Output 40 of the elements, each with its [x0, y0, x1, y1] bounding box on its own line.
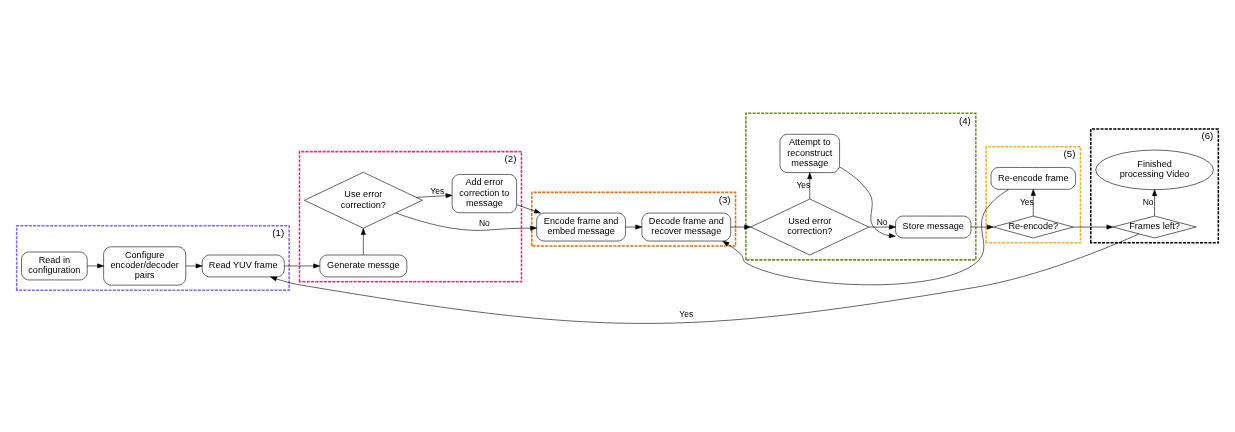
arrow: [395, 212, 537, 231]
edge-label: No: [1142, 197, 1154, 208]
arrow: [87, 263, 104, 269]
node-diamond: Used error correction?: [750, 198, 870, 256]
node-box: Store message: [895, 215, 972, 239]
arrow: [185, 263, 203, 269]
node-diamond: Re-encode?: [993, 215, 1074, 239]
arrow: [270, 233, 1140, 324]
arrow: [516, 204, 541, 214]
node-box: Encode frame and embed message: [536, 212, 626, 242]
arrow: [868, 224, 896, 230]
arrow: [807, 172, 813, 200]
arrow: [625, 224, 643, 230]
arrow: [1072, 224, 1114, 230]
arrow: [839, 166, 896, 239]
arrow: [360, 228, 366, 256]
node-box: Decode frame and recover message: [641, 212, 731, 242]
edge-label: No: [478, 217, 490, 228]
arrow: [722, 189, 1009, 286]
node-diamond: Frames left?: [1112, 215, 1197, 239]
edge-label: No: [876, 216, 888, 227]
node-diamond: Use error correction?: [304, 172, 423, 229]
arrow: [970, 224, 994, 230]
arrow: [730, 224, 751, 230]
arrow: [1030, 189, 1036, 217]
node-box: Read in configuration: [21, 251, 88, 281]
arrow: [416, 193, 453, 199]
edge-label: Yes: [796, 180, 811, 191]
node-box: Read YUV frame: [201, 254, 285, 278]
edge-label: Yes: [1019, 196, 1034, 207]
node-box: Add error correction to message: [451, 174, 517, 214]
arrow: [284, 263, 320, 269]
edge-label: Yes: [679, 309, 694, 320]
node-box: Re-encode frame: [990, 167, 1076, 190]
node-box: Generate messge: [319, 254, 408, 278]
node-box: Configure encoder/decoder pairs: [103, 246, 187, 286]
node-box: Attempt to reconstruct message: [779, 133, 840, 173]
edge-label: Yes: [430, 185, 445, 196]
arrow: [1152, 189, 1157, 217]
node-ellipse: Finished processing Video: [1095, 149, 1214, 190]
